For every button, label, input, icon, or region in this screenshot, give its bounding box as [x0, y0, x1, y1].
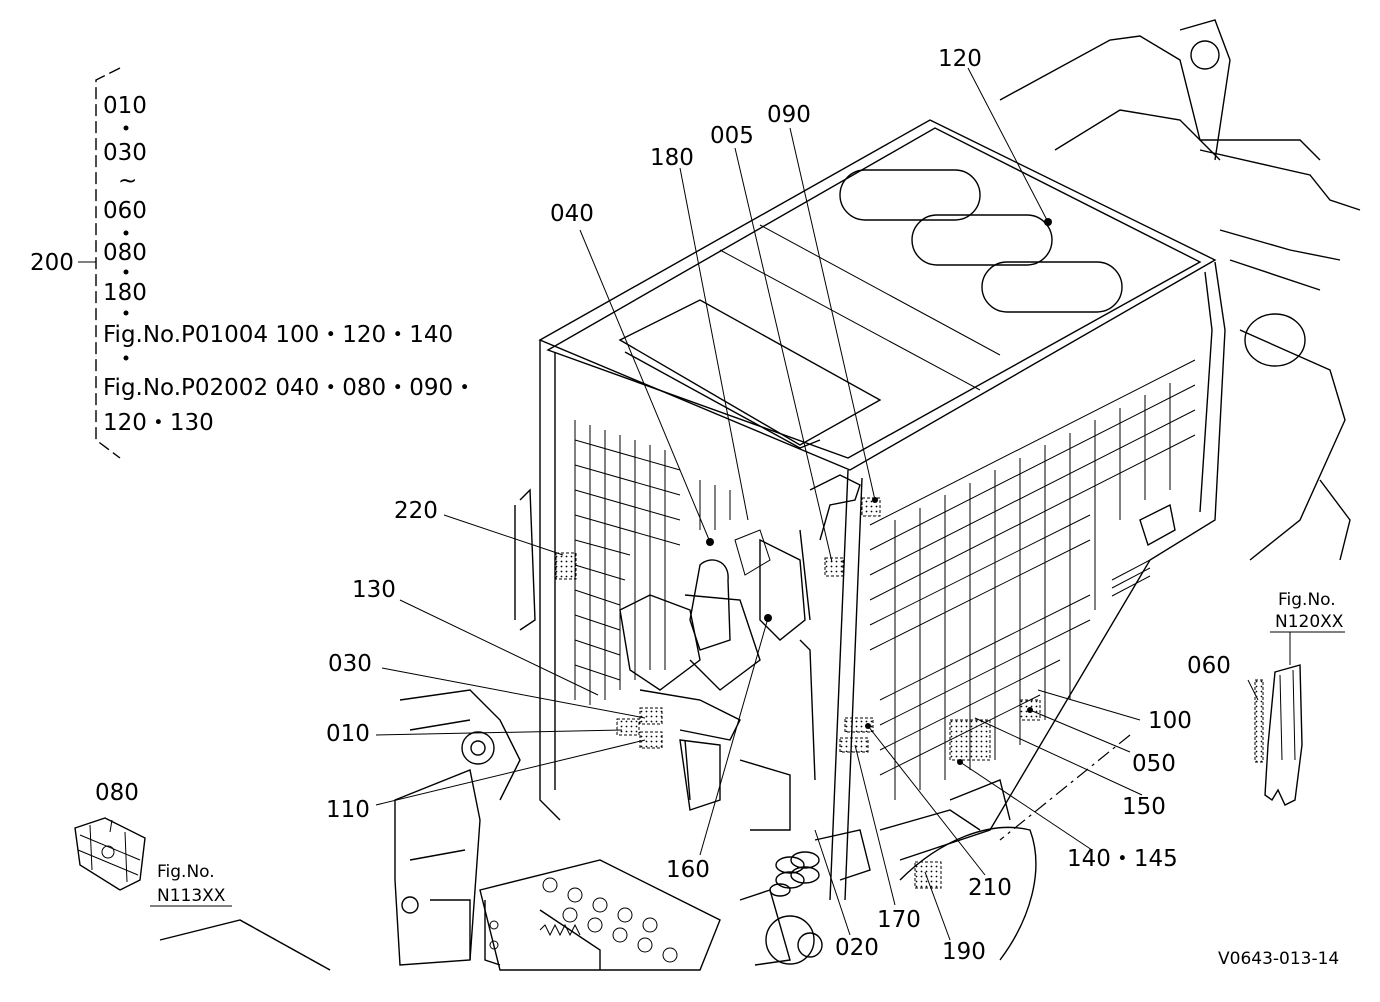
fig-ref-n113-line2: N113XX [157, 886, 226, 906]
fig-ref-n113-line1: Fig.No. [157, 862, 215, 882]
bracket-line-120-130: 120・130 [103, 410, 214, 436]
callout-050: 050 [1132, 751, 1176, 777]
drawing-code: V0643-013-14 [1218, 949, 1339, 969]
callout-180: 180 [650, 145, 694, 171]
fig-ref-n120-line2: N120XX [1275, 612, 1344, 632]
bracket-line-010: 010 [103, 93, 147, 119]
bracket-line-060: 060 [103, 198, 147, 224]
callout-150: 150 [1122, 794, 1166, 820]
callout-210: 210 [968, 875, 1012, 901]
side-mesh-grid [869, 359, 1196, 800]
callout-160: 160 [666, 857, 710, 883]
bracket-wave: ~ [118, 168, 137, 194]
callout-220: 220 [394, 498, 438, 524]
inset-n113xx: Fig.No. N113XX [74, 817, 232, 907]
callout-labels: 120 090 005 180 040 220 130 030 010 110 … [95, 46, 1231, 965]
callout-020: 020 [835, 935, 879, 961]
fig-ref-n120-line1: Fig.No. [1278, 590, 1336, 610]
leader-lines [109, 67, 1259, 941]
callout-110: 110 [326, 797, 370, 823]
callout-190: 190 [942, 939, 986, 965]
callout-040: 040 [550, 201, 594, 227]
bracket-line-030: 030 [103, 140, 147, 166]
callout-130: 130 [352, 577, 396, 603]
operator-seat [619, 529, 806, 831]
decal-markers [555, 497, 1264, 889]
bracket-line-180: 180 [103, 280, 147, 306]
callout-090: 090 [767, 102, 811, 128]
callout-120: 120 [938, 46, 982, 72]
hydraulic-couplers [739, 829, 871, 966]
bracket-label-200: 200 [30, 250, 74, 276]
inset-n120xx: Fig.No. N120XX [1264, 590, 1345, 806]
callout-170: 170 [877, 907, 921, 933]
callout-010: 010 [326, 721, 370, 747]
machine-drawing [159, 19, 1361, 971]
callout-080: 080 [95, 780, 139, 806]
lift-arm [159, 488, 536, 971]
callout-005: 005 [710, 123, 754, 149]
front-mesh-grid [574, 420, 731, 705]
callout-100: 100 [1148, 708, 1192, 734]
callout-140-145: 140・145 [1067, 846, 1178, 872]
bracket-line-p02002: Fig.No.P02002 040・080・090・ [103, 375, 476, 401]
callout-060: 060 [1187, 653, 1231, 679]
bracket-line-p01004: Fig.No.P01004 100・120・140 [103, 322, 453, 348]
bracket-line-080: 080 [103, 240, 147, 266]
step-plate [479, 859, 721, 971]
bracket-group-200: 200 010 030 ~ 060 080 180 Fig.No.P01004 … [30, 67, 476, 459]
callout-030: 030 [328, 651, 372, 677]
